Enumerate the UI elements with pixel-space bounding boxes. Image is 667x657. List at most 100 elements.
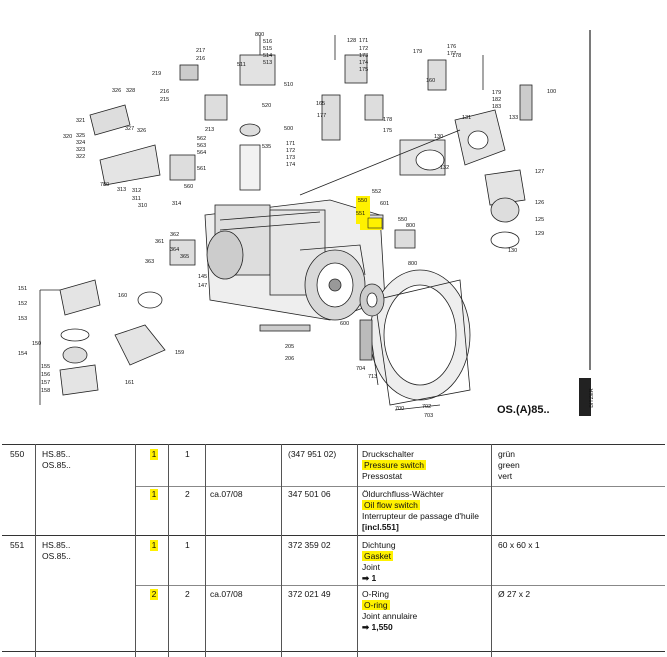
svg-text:153: 153	[18, 316, 27, 322]
svg-text:552: 552	[372, 189, 381, 195]
svg-text:702: 702	[422, 404, 431, 410]
svg-text:219: 219	[152, 71, 161, 77]
svg-text:510: 510	[284, 82, 293, 88]
svg-text:325: 325	[76, 133, 85, 139]
svg-text:321: 321	[76, 118, 85, 124]
table-cell-qty: 2	[185, 489, 190, 499]
table-cell-date: ca.07/08	[210, 489, 243, 499]
svg-text:178: 178	[452, 53, 461, 59]
svg-text:363: 363	[145, 259, 154, 265]
svg-text:561: 561	[197, 166, 206, 172]
table-cell-desc-fr: Interrupteur de passage d'huile	[362, 511, 479, 521]
svg-text:513: 513	[263, 60, 272, 66]
svg-text:535: 535	[262, 144, 271, 150]
svg-text:177: 177	[317, 113, 326, 119]
svg-text:147: 147	[198, 283, 207, 289]
svg-text:514: 514	[263, 53, 272, 59]
svg-text:125: 125	[535, 217, 544, 223]
svg-text:520: 520	[262, 103, 271, 109]
svg-text:172: 172	[359, 46, 368, 52]
highlight-mark: 1	[150, 449, 158, 460]
svg-text:129: 129	[535, 231, 544, 237]
svg-text:179: 179	[413, 49, 422, 55]
table-cell-date: ca.07/08	[210, 589, 243, 599]
svg-text:131: 131	[462, 115, 471, 121]
svg-text:206: 206	[285, 356, 294, 362]
svg-text:127: 127	[535, 169, 544, 175]
svg-text:511: 511	[237, 62, 246, 68]
svg-text:174: 174	[286, 162, 295, 168]
svg-text:327: 327	[125, 126, 134, 132]
table-cell-qty: 1	[185, 540, 190, 550]
svg-text:172: 172	[286, 148, 295, 154]
svg-text:516: 516	[263, 39, 272, 45]
svg-text:161: 161	[125, 380, 134, 386]
table-cell-pos: 550	[10, 449, 25, 459]
svg-text:780: 780	[100, 182, 109, 188]
svg-text:177: 177	[447, 51, 456, 57]
svg-text:157: 157	[41, 380, 50, 386]
table-cell-qty: 1	[185, 449, 190, 459]
column-rule	[205, 444, 206, 657]
column-rule	[135, 444, 136, 657]
svg-text:154: 154	[18, 351, 27, 357]
svg-text:183: 183	[492, 104, 501, 110]
svg-text:364: 364	[170, 247, 179, 253]
row-divider	[135, 585, 665, 586]
row-divider	[135, 486, 665, 487]
svg-text:155: 155	[41, 364, 50, 370]
svg-text:312: 312	[132, 188, 141, 194]
svg-text:550: 550	[398, 217, 407, 223]
table-cell-part-no: 372 021 49	[288, 589, 331, 599]
table-bottom-rule	[2, 651, 665, 652]
svg-text:320: 320	[63, 134, 72, 140]
svg-text:216: 216	[160, 89, 169, 95]
table-cell-desc-en: Gasket	[362, 551, 393, 561]
model-code: OS.(A)85..	[497, 404, 550, 416]
svg-text:160: 160	[426, 78, 435, 84]
svg-text:361: 361	[155, 239, 164, 245]
svg-text:126: 126	[535, 200, 544, 206]
row-separator	[2, 535, 665, 536]
svg-text:500: 500	[284, 126, 293, 132]
table-cell-model: OS.85..	[42, 551, 71, 561]
table-cell-ref: ➡ 1	[362, 573, 377, 583]
svg-text:132: 132	[440, 165, 449, 171]
svg-text:171: 171	[286, 141, 295, 147]
svg-text:560: 560	[184, 184, 193, 190]
svg-text:151: 151	[18, 286, 27, 292]
table-cell-spec: 60 x 60 x 1	[498, 540, 540, 550]
table-cell-desc-de: Öldurchfluss-Wächter	[362, 489, 444, 499]
svg-text:515: 515	[263, 46, 272, 52]
svg-text:176: 176	[447, 44, 456, 50]
svg-text:215: 215	[160, 97, 169, 103]
svg-text:800: 800	[406, 223, 415, 229]
svg-text:156: 156	[41, 372, 50, 378]
table-cell-spec: grün	[498, 449, 516, 459]
svg-text:328: 328	[126, 88, 135, 94]
svg-text:182: 182	[492, 97, 501, 103]
svg-text:205: 205	[285, 344, 294, 350]
table-cell-desc-en: Oil flow switch	[362, 500, 420, 510]
svg-text:564: 564	[197, 150, 206, 156]
bitzer-logo: BITZER	[579, 378, 595, 416]
table-cell-model: HS.85..	[42, 449, 71, 459]
svg-text:152: 152	[18, 301, 27, 307]
svg-text:145: 145	[198, 274, 207, 280]
svg-text:550: 550	[358, 198, 367, 204]
table-cell-desc-en: O-ring	[362, 600, 390, 610]
table-cell-desc-en: Pressure switch	[362, 460, 426, 470]
svg-text:704: 704	[356, 366, 365, 372]
column-rule	[168, 444, 169, 657]
svg-text:133: 133	[509, 115, 518, 121]
table-cell-ref: [incl.551]	[362, 522, 399, 532]
svg-text:800: 800	[408, 261, 417, 267]
svg-text:703: 703	[424, 413, 433, 419]
table-cell-qty: 2	[185, 589, 190, 599]
svg-text:324: 324	[76, 140, 85, 146]
svg-text:175: 175	[383, 128, 392, 134]
highlight-mark: 1	[150, 540, 158, 551]
svg-text:158: 158	[41, 388, 50, 394]
svg-text:311: 311	[132, 196, 141, 202]
table-cell-spec: Ø 27 x 2	[498, 589, 531, 599]
